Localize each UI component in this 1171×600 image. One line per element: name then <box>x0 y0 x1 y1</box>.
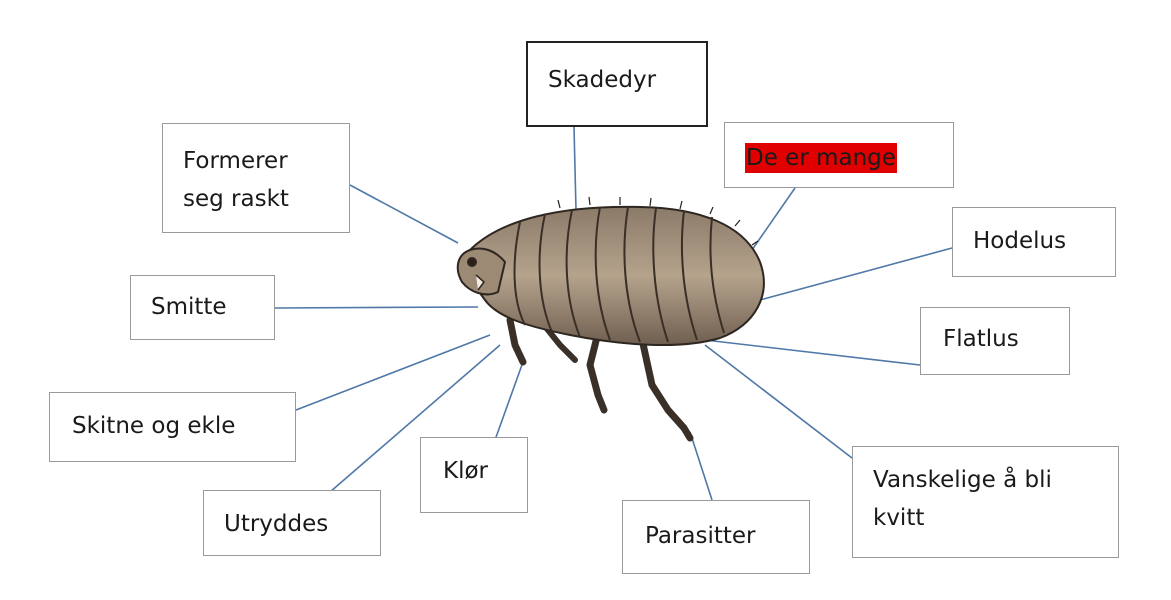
connector-formerer <box>350 185 458 243</box>
connector-skitne <box>296 335 490 410</box>
connector-flatlus <box>705 340 920 365</box>
connector-skadedyr <box>574 127 576 210</box>
connector-vanskelige <box>705 345 852 458</box>
label-formerer-line1: Formerer <box>183 142 349 180</box>
label-skitne-text: Skitne og ekle <box>72 407 295 445</box>
label-formerer-line2: seg raskt <box>183 180 349 218</box>
label-hodelus-text: Hodelus <box>973 222 1115 260</box>
label-parasitter-text: Parasitter <box>645 517 809 555</box>
flea-icon <box>458 197 764 438</box>
label-smitte-text: Smitte <box>151 288 274 326</box>
connector-parasitter <box>690 432 712 500</box>
label-smitte: Smitte <box>130 275 275 340</box>
label-klor-text: Klør <box>443 452 527 490</box>
label-parasitter: Parasitter <box>622 500 810 574</box>
label-flatlus: Flatlus <box>920 307 1070 375</box>
label-skitne-og-ekle: Skitne og ekle <box>49 392 296 462</box>
label-vanskelige-line2: kvitt <box>873 499 1118 537</box>
label-skadedyr-text: Skadedyr <box>548 61 706 99</box>
label-hodelus: Hodelus <box>952 207 1116 277</box>
label-de-er-mange-text: De er mange <box>745 143 897 173</box>
connector-hodelus <box>760 248 952 300</box>
label-utryddes-text: Utryddes <box>224 505 380 543</box>
connector-smitte <box>275 307 478 308</box>
label-skadedyr: Skadedyr <box>526 41 708 127</box>
label-klor: Klør <box>420 437 528 513</box>
label-utryddes: Utryddes <box>203 490 381 556</box>
connector-klor <box>495 362 523 440</box>
label-vanskelige-line1: Vanskelige å bli <box>873 461 1118 499</box>
label-formerer: Formerer seg raskt <box>162 123 350 233</box>
label-flatlus-text: Flatlus <box>943 320 1069 358</box>
label-de-er-mange: De er mange <box>724 122 954 188</box>
label-vanskelige: Vanskelige å bli kvitt <box>852 446 1119 558</box>
